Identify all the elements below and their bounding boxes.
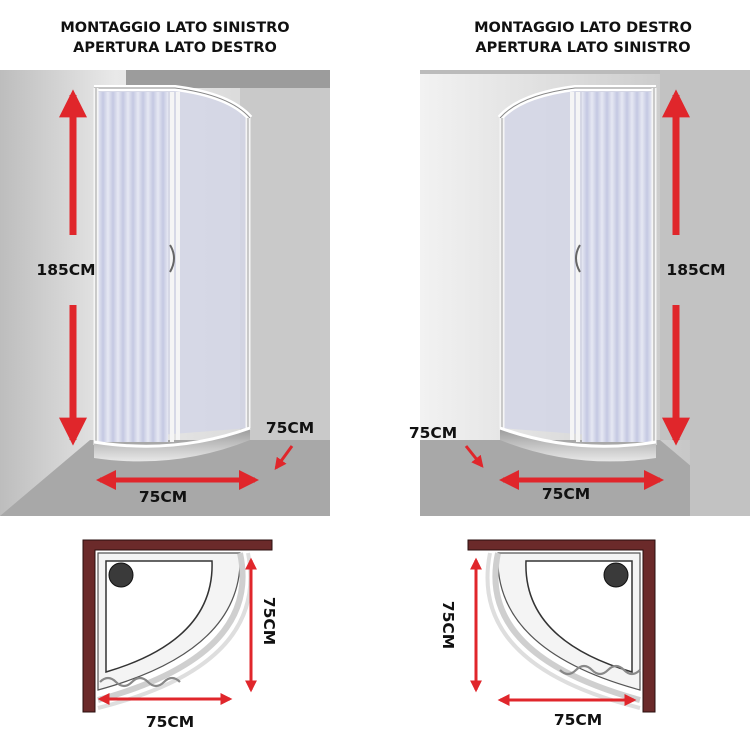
left-height-label: 185CM — [36, 261, 95, 279]
right-title-line2: APERTURA LATO SINISTRO — [475, 40, 691, 56]
right-width-label: 75CM — [542, 485, 590, 503]
right-shower-enclosure — [497, 85, 657, 462]
left-scene: 185CM 75CM 75CM — [0, 70, 330, 516]
right-height-label: 185CM — [666, 261, 725, 279]
right-shower-tray — [500, 428, 656, 462]
left-plan-folded-door — [99, 676, 181, 688]
right-door-handle — [575, 244, 581, 273]
left-depth-label: 75CM — [266, 419, 314, 437]
left-shower-enclosure — [93, 85, 253, 462]
right-plan-drain — [603, 562, 629, 588]
left-plan-side-label: 75CM — [260, 597, 278, 645]
right-plan-bottom-label: 75CM — [554, 711, 602, 729]
left-plan-walls — [82, 539, 273, 713]
right-plan-walls — [467, 539, 656, 713]
left-plan-bottom-label: 75CM — [146, 713, 194, 731]
left-shower-tray — [94, 428, 250, 462]
left-plan-drain — [108, 562, 134, 588]
left-folding-door — [98, 92, 168, 442]
right-plan-folded-door — [559, 664, 641, 676]
right-title: MONTAGGIO LATO DESTRO APERTURA LATO SINI… — [448, 18, 718, 58]
right-title-line1: MONTAGGIO LATO DESTRO — [474, 20, 692, 36]
right-plan-view: 75CM 75CM — [439, 539, 656, 729]
right-folding-door — [582, 92, 652, 442]
right-depth-arrow — [464, 445, 484, 468]
left-plan-view: 75CM 75CM — [82, 539, 278, 731]
left-depth-arrow — [274, 445, 294, 470]
right-plan-side-label: 75CM — [439, 601, 457, 649]
left-width-label: 75CM — [139, 488, 187, 506]
left-side-wall — [240, 88, 330, 440]
left-wall-top-shadow — [126, 70, 330, 88]
left-title-line2: APERTURA LATO DESTRO — [73, 40, 277, 56]
right-side-wall — [660, 70, 750, 516]
left-door-handle — [169, 244, 175, 273]
left-title-line1: MONTAGGIO LATO SINISTRO — [60, 20, 290, 36]
left-title: MONTAGGIO LATO SINISTRO APERTURA LATO DE… — [40, 18, 310, 58]
right-depth-label: 75CM — [409, 424, 457, 442]
right-scene: 185CM 75CM 75CM — [409, 70, 750, 516]
